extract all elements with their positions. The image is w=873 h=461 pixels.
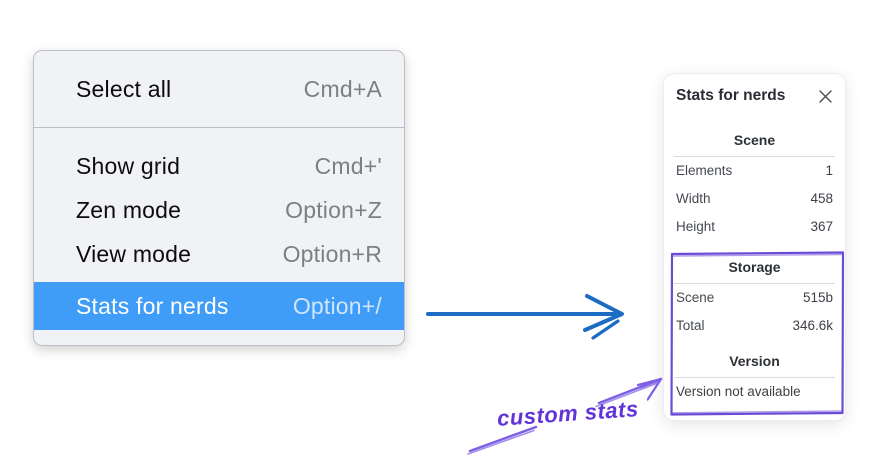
section-heading-version: Version [729, 353, 780, 369]
close-button[interactable] [817, 88, 833, 104]
section-heading-scene: Scene [733, 132, 776, 148]
stat-label: Elements [676, 163, 733, 178]
stat-label: Scene [676, 290, 715, 305]
menu-item-shortcut: Option+/ [292, 292, 382, 319]
stat-row-total-storage: Total 346.6k [664, 312, 845, 340]
stat-value: 515b [802, 290, 833, 305]
stat-row-scene-storage: Scene 515b [664, 284, 845, 312]
stat-label: Height [676, 219, 716, 234]
menu-item-shortcut: Option+Z [285, 196, 382, 223]
version-note: Version not available [676, 384, 801, 399]
close-icon [818, 89, 832, 103]
menu-item-label: Stats for nerds [76, 292, 229, 319]
section-divider [674, 156, 835, 157]
stat-label: Total [676, 318, 705, 333]
menu-item-zen-mode[interactable]: Zen mode Option+Z [34, 188, 404, 232]
stat-value: 1 [825, 163, 833, 178]
stats-for-nerds-panel: Stats for nerds Scene Elements 1 Width 4… [663, 73, 846, 421]
flow-arrow [426, 294, 624, 340]
stat-value: 458 [810, 191, 833, 206]
context-menu: Select all Cmd+A Show grid Cmd+' Zen mod… [33, 50, 405, 346]
annotation-label: custom stats [496, 396, 640, 431]
stat-row-elements: Elements 1 [664, 157, 845, 185]
menu-item-label: Select all [76, 75, 172, 102]
stat-label: Width [676, 191, 711, 206]
menu-item-view-mode[interactable]: View mode Option+R [34, 232, 404, 276]
menu-item-label: Show grid [76, 152, 181, 179]
stats-panel-title: Stats for nerds [676, 87, 786, 104]
stat-value: 367 [810, 219, 833, 234]
stats-panel-header: Stats for nerds [664, 74, 845, 105]
section-heading-storage: Storage [728, 259, 781, 275]
menu-item-stats-for-nerds[interactable]: Stats for nerds Option+/ [34, 282, 404, 330]
menu-item-show-grid[interactable]: Show grid Cmd+' [34, 144, 404, 188]
menu-item-shortcut: Cmd+' [314, 152, 382, 179]
menu-item-label: Zen mode [76, 196, 182, 223]
menu-item-label: View mode [76, 240, 192, 267]
stat-row-height: Height 367 [664, 213, 845, 241]
stat-value: 346.6k [792, 318, 833, 333]
menu-item-shortcut: Option+R [282, 240, 382, 267]
menu-divider [34, 127, 404, 128]
stat-row-width: Width 458 [664, 185, 845, 213]
menu-item-select-all[interactable]: Select all Cmd+A [34, 51, 404, 127]
menu-item-shortcut: Cmd+A [303, 75, 382, 102]
menu-section: Show grid Cmd+' Zen mode Option+Z View m… [34, 128, 404, 330]
